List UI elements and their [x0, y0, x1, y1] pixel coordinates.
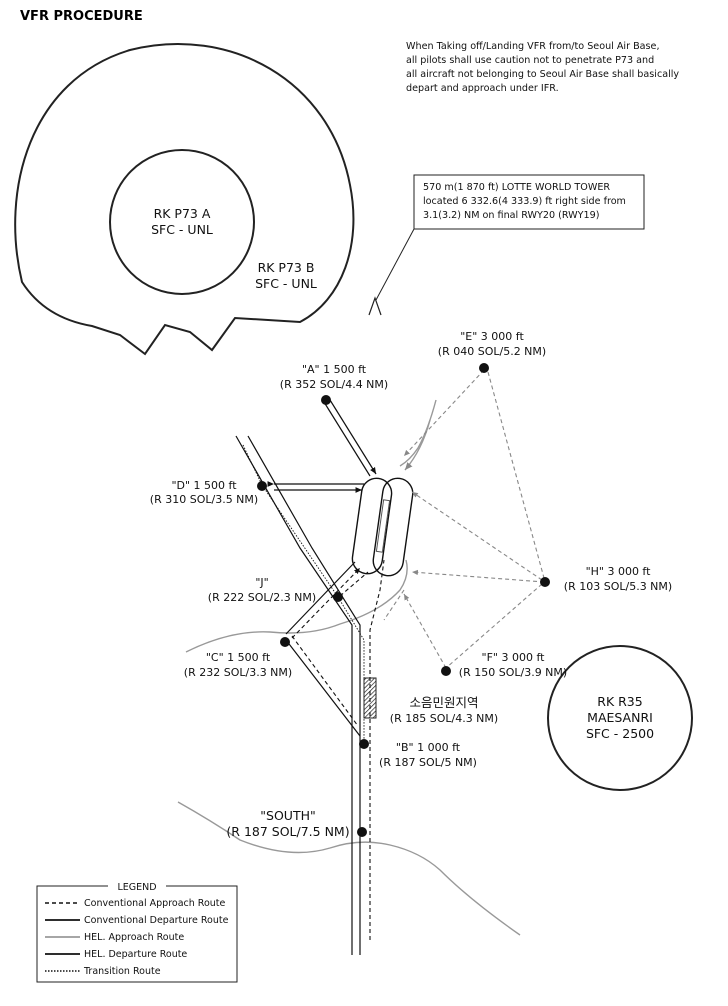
radial-j: (R 222 SOL/2.3 NM): [208, 591, 316, 604]
p73b-boundary: [14, 43, 355, 356]
radial-south: (R 187 SOL/7.5 NM): [226, 824, 349, 839]
waypoint-h: [540, 577, 550, 587]
hel-approach-north: [404, 419, 431, 471]
page-title: VFR PROCEDURE: [20, 9, 143, 24]
p73a-name: RK P73 A: [154, 206, 211, 221]
transition-corridor: [242, 444, 365, 745]
label-c: "C" 1 500 ft: [206, 651, 271, 664]
tower-note-line: 3.1(3.2) NM on final RWY20 (RWY19): [423, 210, 599, 221]
p73b-limits: SFC - UNL: [255, 276, 317, 291]
p73a-boundary: [109, 149, 255, 295]
radial-c: (R 232 SOL/3.3 NM): [184, 666, 292, 679]
caution-note: When Taking off/Landing VFR from/to Seou…: [406, 41, 679, 94]
p73a-limits: SFC - UNL: [151, 222, 213, 237]
radial-d: (R 310 SOL/3.5 NM): [150, 493, 258, 506]
r35-limits: SFC - 2500: [586, 726, 654, 741]
route-c: [285, 561, 361, 737]
radial-a: (R 352 SOL/4.4 NM): [280, 378, 388, 391]
waypoints: [257, 363, 550, 837]
tower-leader-line: [375, 228, 415, 301]
legend-item: Transition Route: [83, 966, 161, 977]
caution-line: all aircraft not belonging to Seoul Air …: [406, 69, 679, 80]
label-d: "D" 1 500 ft: [171, 479, 237, 492]
legend-title: LEGEND: [117, 882, 156, 893]
waypoint-a: [321, 395, 331, 405]
runways: [351, 477, 414, 577]
caution-line: When Taking off/Landing VFR from/to Seou…: [406, 41, 660, 52]
label-j: "J": [255, 576, 268, 589]
label-south: "SOUTH": [260, 808, 315, 823]
legend: LEGEND Conventional Approach Route Conve…: [36, 879, 238, 983]
radial-e: (R 040 SOL/5.2 NM): [438, 345, 546, 358]
radial-f: (R 150 SOL/3.9 NM): [459, 666, 567, 679]
tower-note-line: 570 m(1 870 ft) LOTTE WORLD TOWER: [423, 182, 610, 193]
route-d: [267, 481, 364, 493]
r35-boundary: [547, 645, 693, 791]
tower-obstacle-icon: [368, 296, 382, 316]
tower-note-box: [413, 174, 645, 230]
caution-line: all pilots shall use caution not to pene…: [406, 55, 654, 66]
legend-item: HEL. Approach Route: [84, 932, 184, 943]
tower-note-line: located 6 332.6(4 333.9) ft right side f…: [423, 196, 626, 207]
radial-h: (R 103 SOL/5.3 NM): [564, 580, 672, 593]
route-a: [323, 399, 377, 477]
waypoint-f: [441, 666, 451, 676]
hel-routes-east: [383, 369, 545, 669]
r35-place: MAESANRI: [587, 710, 653, 725]
label-a: "A" 1 500 ft: [302, 363, 367, 376]
label-f: "F" 3 000 ft: [482, 651, 546, 664]
legend-item: Conventional Departure Route: [84, 915, 229, 926]
legend-item: Conventional Approach Route: [84, 898, 226, 909]
waypoint-j: [333, 592, 343, 602]
waypoint-e: [479, 363, 489, 373]
r35-name: RK R35: [597, 694, 642, 709]
label-e: "E" 3 000 ft: [460, 330, 524, 343]
p73b-name: RK P73 B: [258, 260, 315, 275]
label-h: "H" 3 000 ft: [586, 565, 652, 578]
radial-b: (R 187 SOL/5 NM): [379, 756, 477, 769]
main-corridor: [235, 435, 361, 955]
noise-area: [363, 677, 377, 719]
label-noise-area: 소음민원지역: [409, 695, 478, 710]
legend-item: HEL. Departure Route: [84, 949, 187, 960]
label-b: "B" 1 000 ft: [396, 741, 461, 754]
waypoint-south: [357, 827, 367, 837]
waypoint-d: [257, 481, 267, 491]
route-j: [339, 571, 369, 597]
waypoint-b: [359, 739, 369, 749]
caution-line: depart and approach under IFR.: [406, 83, 559, 94]
radial-noise-area: (R 185 SOL/4.3 NM): [390, 712, 498, 725]
approach-corridor: [369, 559, 385, 940]
waypoint-c: [280, 637, 290, 647]
